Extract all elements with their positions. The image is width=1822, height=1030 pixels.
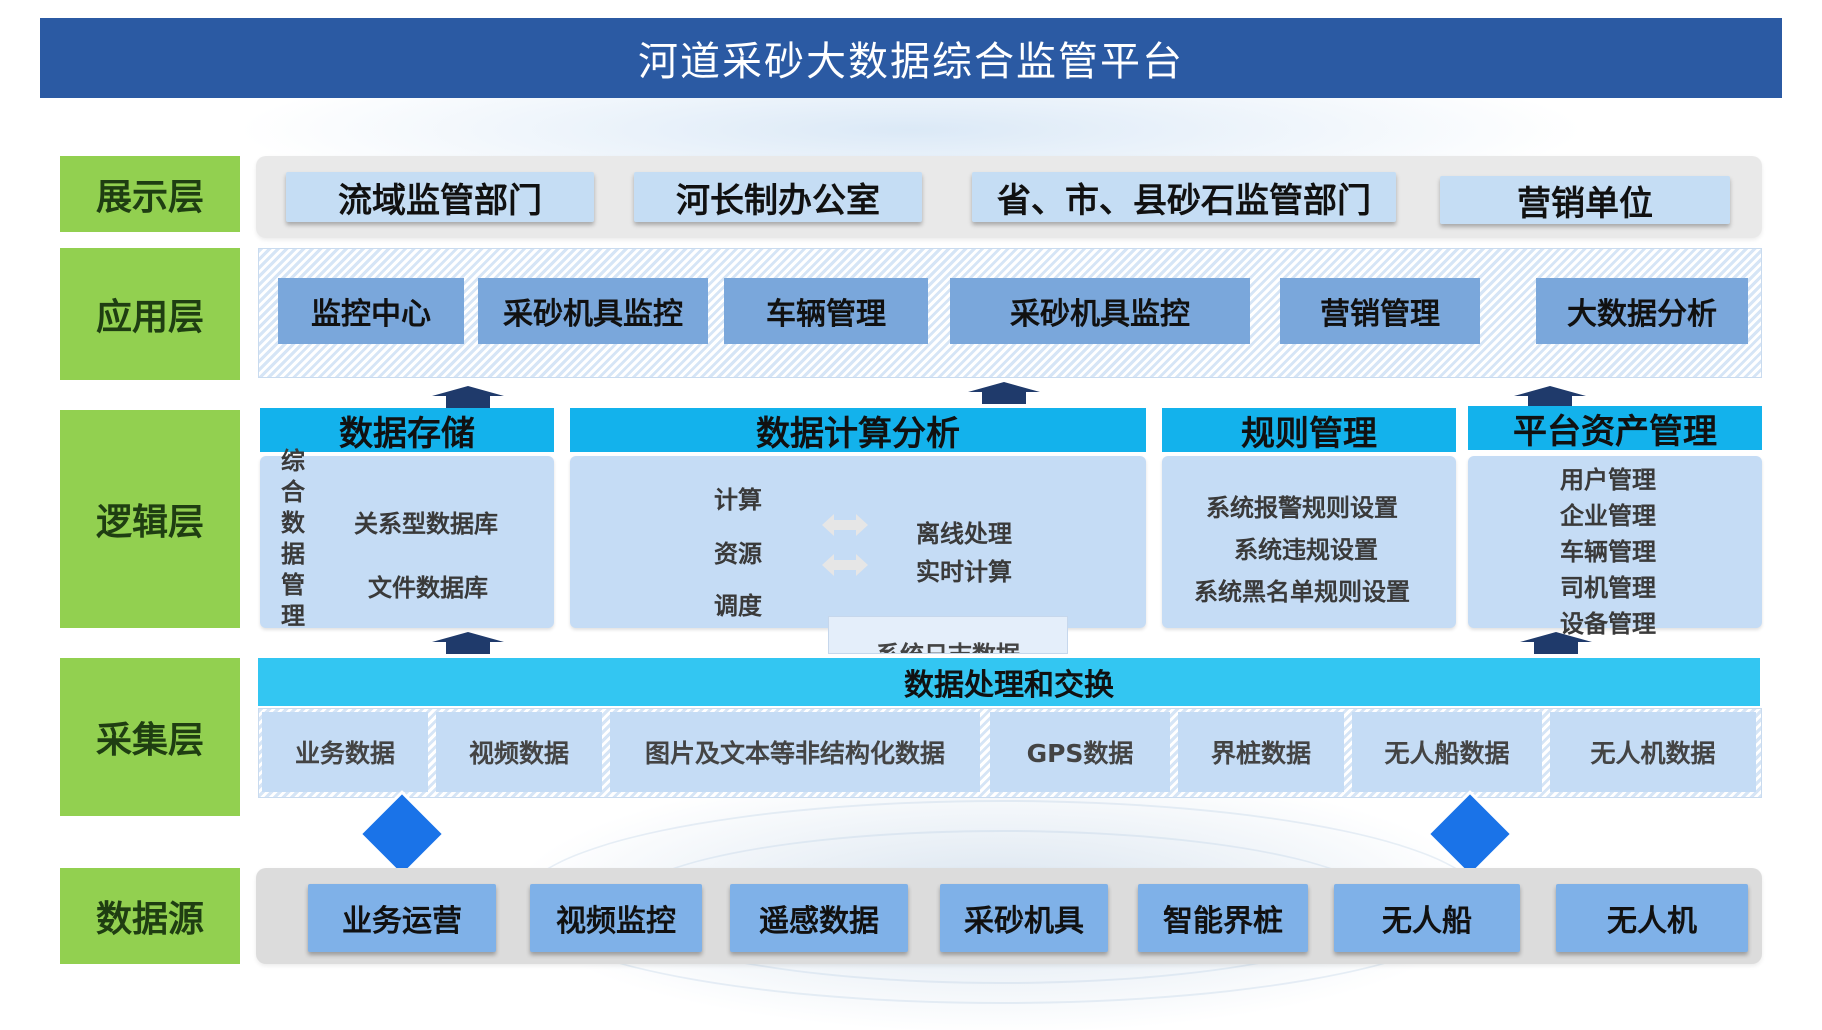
assets-item-user: 用户管理 — [1560, 466, 1656, 494]
source-item-business: 业务运营 — [308, 884, 496, 952]
storage-panel — [260, 456, 554, 628]
system-log-box: 系统日志数据 — [828, 616, 1068, 654]
up-arrow-icon — [1514, 386, 1586, 408]
source-item-uav: 无人机 — [1556, 884, 1748, 952]
rules-item-alarm: 系统报警规则设置 — [1206, 494, 1398, 522]
source-item-video: 视频监控 — [530, 884, 702, 952]
assets-panel — [1468, 456, 1762, 628]
display-item-river-chief: 河长制办公室 — [634, 172, 922, 222]
assets-item-enterprise: 企业管理 — [1560, 502, 1656, 530]
collection-header: 数据处理和交换 — [258, 658, 1760, 706]
assets-item-vehicle: 车辆管理 — [1560, 538, 1656, 566]
display-item-marketing: 营销单位 — [1440, 176, 1730, 224]
layer-label-collection: 采集层 — [60, 658, 240, 816]
source-item-boundary: 智能界桩 — [1138, 884, 1308, 952]
storage-header: 数据存储 — [260, 408, 554, 454]
collection-item-usv: 无人船数据 — [1352, 712, 1542, 792]
layer-label-source: 数据源 — [60, 868, 240, 964]
layer-label-display: 展示层 — [60, 156, 240, 232]
assets-item-device: 设备管理 — [1560, 610, 1656, 638]
compute-right-2: 实时计算 — [916, 558, 1012, 586]
compute-left-2: 资源 — [714, 540, 762, 568]
display-item-basin: 流域监管部门 — [286, 172, 594, 222]
app-item-vehicle: 车辆管理 — [724, 278, 928, 344]
rules-panel — [1162, 456, 1456, 628]
compute-panel — [570, 456, 1146, 628]
up-arrow-icon — [1520, 632, 1592, 654]
collection-item-unstructured: 图片及文本等非结构化数据 — [610, 712, 980, 792]
app-item-big-data: 大数据分析 — [1536, 278, 1748, 344]
collection-item-uav: 无人机数据 — [1550, 712, 1756, 792]
assets-header: 平台资产管理 — [1468, 406, 1762, 452]
app-item-monitor-center: 监控中心 — [278, 278, 464, 344]
system-log-label: 系统日志数据 — [876, 635, 1020, 653]
display-item-sand-dept: 省、市、县砂石监管部门 — [972, 172, 1396, 222]
compute-left-1: 计算 — [714, 486, 762, 514]
up-arrow-icon — [432, 386, 504, 408]
storage-vertical-label: 综合数据管理 — [281, 447, 305, 630]
rules-header: 规则管理 — [1162, 408, 1456, 454]
source-item-equipment: 采砂机具 — [940, 884, 1108, 952]
assets-item-driver: 司机管理 — [1560, 574, 1656, 602]
storage-item-relational: 关系型数据库 — [354, 510, 498, 538]
rules-item-blacklist: 系统黑名单规则设置 — [1194, 578, 1410, 606]
app-item-equipment-monitor: 采砂机具监控 — [478, 278, 708, 344]
double-arrow-icon — [822, 554, 868, 576]
page-title: 河道采砂大数据综合监管平台 — [40, 18, 1782, 98]
layer-label-logic: 逻辑层 — [60, 410, 240, 628]
up-arrow-icon — [968, 382, 1040, 404]
collection-item-gps: GPS数据 — [990, 712, 1170, 792]
source-item-remote: 遥感数据 — [730, 884, 908, 952]
compute-right-1: 离线处理 — [916, 520, 1012, 548]
app-item-marketing: 营销管理 — [1280, 278, 1480, 344]
collection-item-boundary: 界桩数据 — [1178, 712, 1344, 792]
double-arrow-icon — [822, 514, 868, 536]
source-item-usv: 无人船 — [1334, 884, 1520, 952]
up-arrow-icon — [432, 632, 504, 654]
compute-left-3: 调度 — [714, 592, 762, 620]
collection-item-video: 视频数据 — [436, 712, 602, 792]
layer-label-application: 应用层 — [60, 248, 240, 380]
collection-item-business: 业务数据 — [262, 712, 428, 792]
app-item-equipment-monitor-2: 采砂机具监控 — [950, 278, 1250, 344]
storage-item-file: 文件数据库 — [368, 574, 488, 602]
rules-item-violation: 系统违规设置 — [1234, 536, 1378, 564]
compute-header: 数据计算分析 — [570, 408, 1146, 454]
